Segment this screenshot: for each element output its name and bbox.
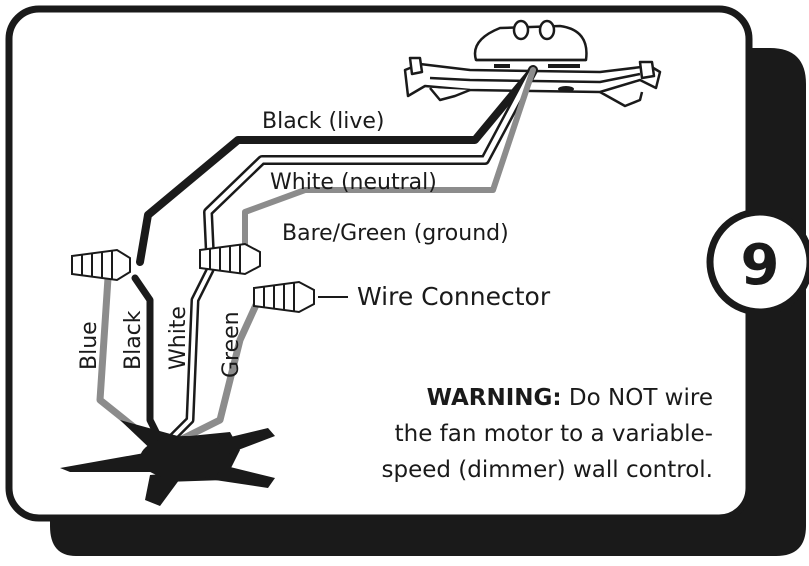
wire-connector-3 (253, 280, 315, 314)
green-lead (176, 301, 260, 444)
warning-line1: Do NOT wire (569, 385, 713, 411)
label-white: White (166, 306, 191, 370)
wire-connector-1 (71, 248, 131, 282)
label-blue: Blue (77, 321, 102, 370)
black-live-wire (136, 66, 537, 266)
warning-text: WARNING: Do NOT wire the fan motor to a … (382, 385, 714, 483)
ceiling-fan-icon (60, 420, 275, 506)
warning-line2: the fan motor to a variable- (395, 421, 713, 447)
bare-green-ground-wire (242, 67, 536, 258)
wire-connector-2 (199, 242, 261, 276)
step-badge (706, 208, 809, 316)
label-wire-connector: Wire Connector (357, 282, 551, 311)
label-black-live: Black (live) (262, 109, 384, 134)
house-wiring (136, 65, 538, 266)
label-white-neutral: White (neutral) (270, 170, 437, 195)
label-green: Green (219, 311, 244, 378)
label-bare-green-ground: Bare/Green (ground) (282, 221, 509, 246)
white-lead (165, 265, 215, 445)
label-black: Black (121, 310, 146, 370)
warning-line3: speed (dimmer) wall control. (382, 457, 714, 483)
white-neutral-wire (203, 65, 538, 260)
svg-text:WARNING: Do NOT wire: WARNING: Do NOT wire (427, 385, 713, 411)
step-number: 9 (741, 233, 780, 298)
mounting-bracket (403, 19, 662, 108)
warning-heading: WARNING: (427, 385, 562, 411)
